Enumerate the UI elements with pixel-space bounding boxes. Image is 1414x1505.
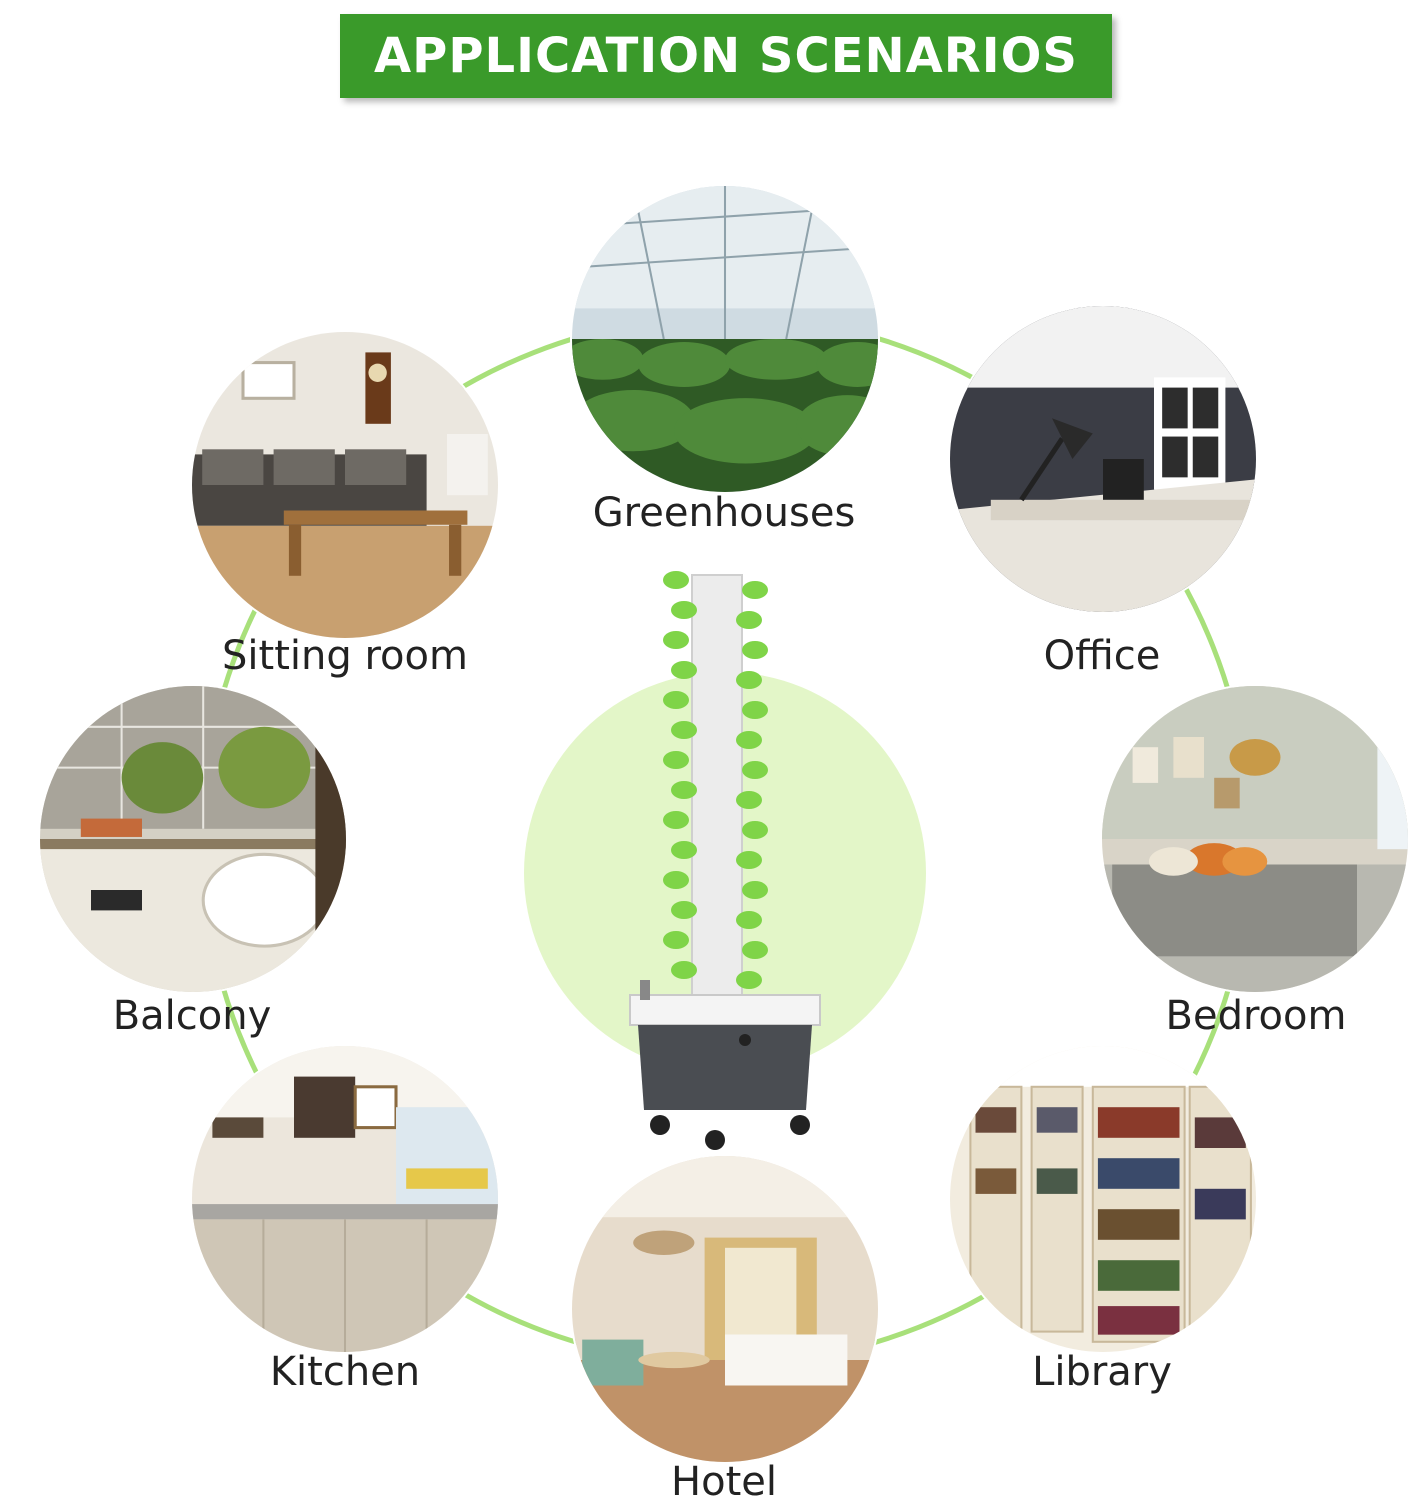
kitchen-image [192, 1046, 498, 1352]
office-image [950, 306, 1256, 612]
lettuce-leaf [742, 881, 768, 899]
lettuce-leaf [736, 971, 762, 989]
library-label: Library [1032, 1349, 1172, 1395]
lettuce-leaf [742, 761, 768, 779]
lettuce-leaf [736, 611, 762, 629]
lettuce-leaf [671, 961, 697, 979]
title-banner: APPLICATION SCENARIOS [340, 14, 1112, 98]
lettuce-leaf [671, 841, 697, 859]
balcony-image [40, 686, 346, 992]
lettuce-leaf [663, 811, 689, 829]
lettuce-leaf [742, 641, 768, 659]
lettuce-leaf [663, 691, 689, 709]
lettuce-leaf [736, 731, 762, 749]
lettuce-leaf [671, 901, 697, 919]
lettuce-leaf [736, 911, 762, 929]
lettuce-leaf [742, 581, 768, 599]
bedroom-label: Bedroom [1165, 993, 1347, 1039]
lettuce-leaf [663, 631, 689, 649]
balcony-label: Balcony [112, 993, 272, 1039]
library-image [950, 1046, 1256, 1352]
lettuce-leaf [736, 671, 762, 689]
lettuce-leaf [663, 931, 689, 949]
hydroponic-tower-icon [629, 571, 821, 1150]
greenhouses-image [572, 186, 878, 492]
lettuce-leaf [736, 791, 762, 809]
sitting-room-image [192, 332, 498, 638]
hotel-image [572, 1156, 878, 1462]
sitting-room-label: Sitting room [222, 633, 468, 679]
lettuce-leaf [671, 601, 697, 619]
lettuce-leaf [663, 751, 689, 769]
greenhouses-label: Greenhouses [592, 490, 856, 536]
kitchen-label: Kitchen [269, 1349, 421, 1395]
banner-title: APPLICATION SCENARIOS [374, 28, 1078, 84]
lettuce-leaf [736, 851, 762, 869]
lettuce-leaf [663, 571, 689, 589]
lettuce-leaf [663, 871, 689, 889]
lettuce-leaf [742, 821, 768, 839]
office-label: Office [1043, 633, 1161, 679]
hotel-label: Hotel [671, 1459, 777, 1505]
lettuce-leaf [742, 941, 768, 959]
lettuce-leaf [671, 661, 697, 679]
lettuce-leaf [671, 781, 697, 799]
lettuce-leaf [742, 701, 768, 719]
lettuce-leaf [671, 721, 697, 739]
bedroom-image [1102, 686, 1408, 992]
